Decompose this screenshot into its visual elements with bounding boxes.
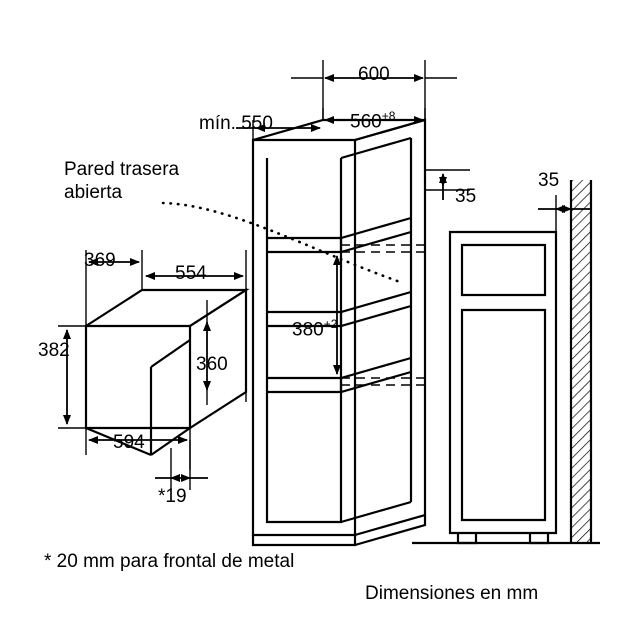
note-back-wall: Pared trasera abierta: [64, 158, 179, 204]
dimension-label-oven-depth: 369: [84, 250, 116, 271]
dimension-label-oven-front-width: 594: [113, 432, 145, 453]
dimension-label-oven-height: 382: [38, 340, 70, 361]
dimension-label-gap-right: 35: [455, 186, 477, 207]
dimension-label-front-overhang: *19: [158, 486, 187, 507]
footnote-metal-front: * 20 mm para frontal de metal: [44, 551, 295, 572]
note-back-wall-line1: Pared trasera: [64, 159, 180, 180]
dimension-label-depth-top: 600: [358, 64, 390, 85]
note-back-wall-line2: abierta: [64, 182, 123, 204]
niche-width-value: 560: [350, 111, 382, 133]
niche-width-tolerance: +8: [381, 109, 396, 123]
dimension-label-oven-inner-height: 360: [196, 354, 228, 375]
footnote-units: Dimensiones en mm: [365, 583, 539, 604]
dimension-label-wall-gap: 35: [538, 170, 560, 191]
dimension-label-niche-height: 380+2: [292, 317, 338, 341]
dimension-label-oven-width-top: 554: [175, 263, 207, 284]
niche-height-value: 380: [292, 319, 324, 341]
dimension-label-min-depth: mín. 550: [199, 113, 273, 134]
niche-height-tolerance: +2: [323, 317, 338, 331]
dimension-label-niche-width: 560+8: [350, 109, 396, 133]
